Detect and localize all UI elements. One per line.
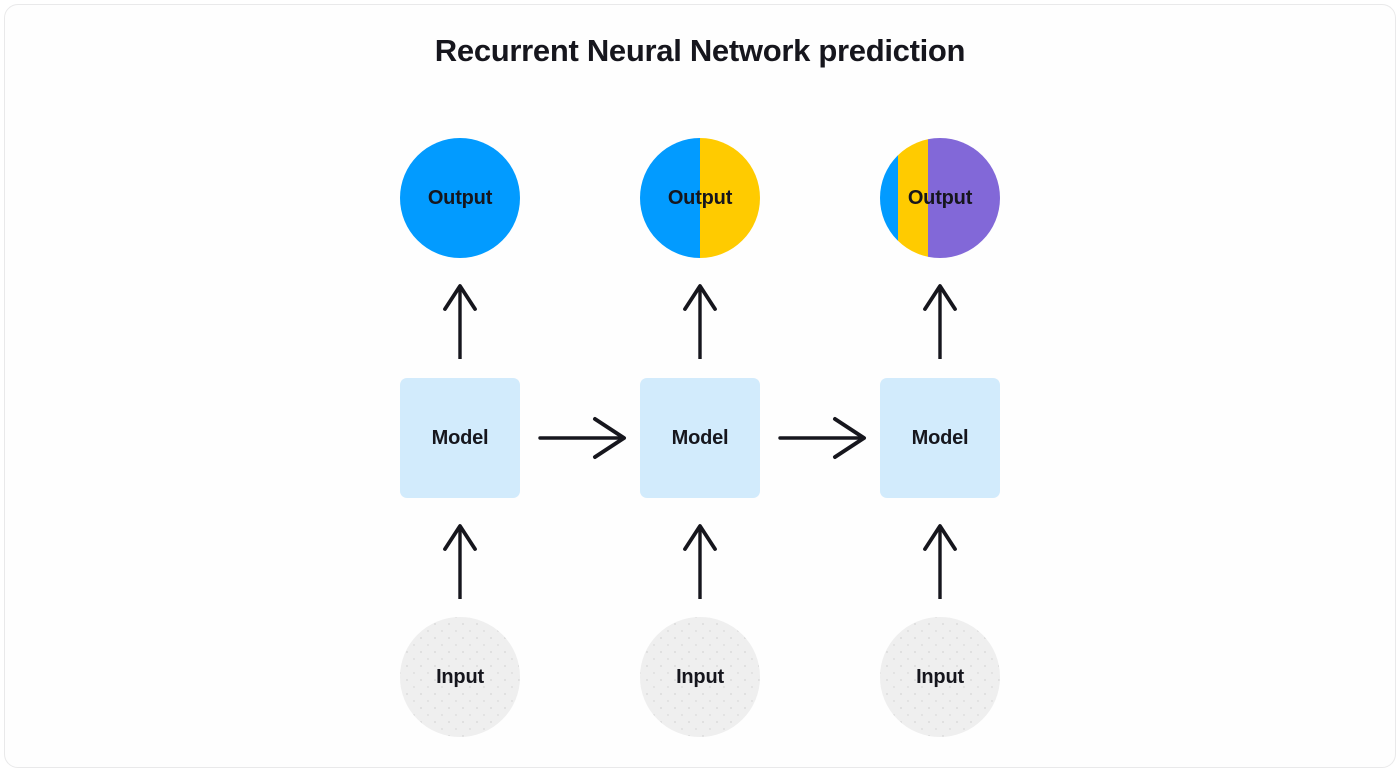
- arrow-up-icon: [436, 281, 484, 359]
- output-node-3: Output: [880, 138, 1000, 258]
- output-segments-1: [400, 138, 520, 258]
- page-title: Recurrent Neural Network prediction: [434, 33, 966, 68]
- model-label-3: Model: [911, 427, 969, 449]
- timestep-column-2: Output Model Input: [580, 0, 820, 772]
- model-node-1: Model: [400, 378, 520, 498]
- output-segment-1: [880, 138, 898, 258]
- arrow-up-icon: [676, 521, 724, 599]
- input-label-2: Input: [676, 666, 724, 688]
- output-segment-1: [400, 138, 520, 258]
- input-node-3: Input: [880, 617, 1000, 737]
- output-segments-2: [640, 138, 760, 258]
- model-label-1: Model: [431, 427, 489, 449]
- input-node-2: Input: [640, 617, 760, 737]
- arrow-up-icon: [916, 521, 964, 599]
- output-segment-3: [928, 138, 1000, 258]
- arrow-up-icon: [676, 281, 724, 359]
- arrow-up-icon: [436, 521, 484, 599]
- timestep-column-3: Output Model Input: [820, 0, 1060, 772]
- output-segment-1: [640, 138, 700, 258]
- input-node-1: Input: [400, 617, 520, 737]
- arrow-right-icon: [538, 411, 630, 465]
- model-label-2: Model: [671, 427, 729, 449]
- input-label-1: Input: [436, 666, 484, 688]
- output-segment-2: [700, 138, 760, 258]
- arrow-right-icon: [778, 411, 870, 465]
- arrow-up-icon: [916, 281, 964, 359]
- output-segments-3: [880, 138, 1000, 258]
- output-segment-2: [898, 138, 928, 258]
- model-node-2: Model: [640, 378, 760, 498]
- input-label-3: Input: [916, 666, 964, 688]
- model-node-3: Model: [880, 378, 1000, 498]
- output-node-1: Output: [400, 138, 520, 258]
- timestep-column-1: Output Model Input: [340, 0, 580, 772]
- output-node-2: Output: [640, 138, 760, 258]
